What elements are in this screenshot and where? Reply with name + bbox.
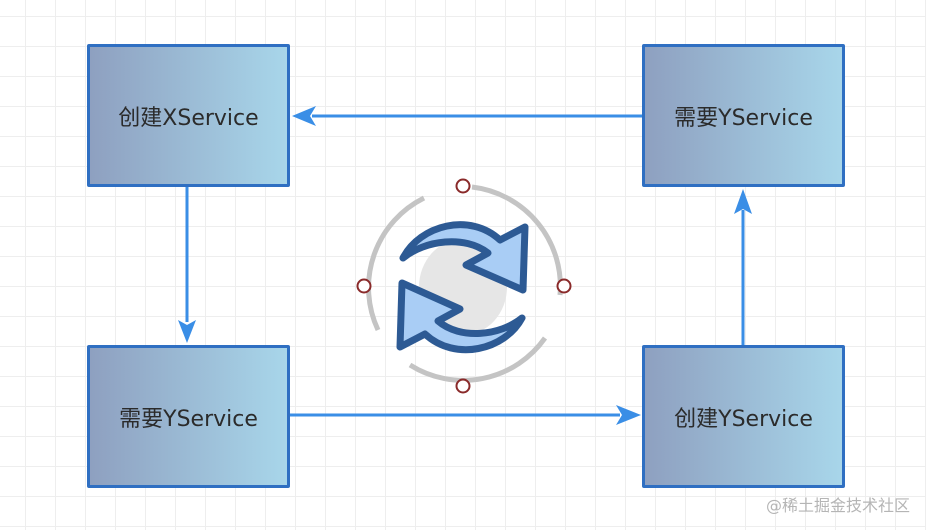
arrow-needy-to-createy [290,405,641,425]
arrow-createy-to-needy [734,189,752,345]
refresh-cycle-icon[interactable] [356,178,572,394]
watermark: @稀土掘金技术社区 [765,496,910,515]
node-label: 需要YService [119,406,258,432]
node-create-xservice[interactable]: 创建XService [87,44,290,187]
resize-handle-right [556,278,572,294]
node-label: 需要YService [674,105,813,131]
node-need-yservice-bottom[interactable]: 需要YService [87,345,290,488]
resize-handle-bottom [455,378,471,394]
node-label: 创建XService [118,105,259,131]
node-create-yservice[interactable]: 创建YService [642,345,845,488]
resize-handle-top [455,178,471,194]
arrow-needy-to-createx [292,106,642,126]
node-label: 创建YService [674,406,813,432]
node-need-yservice-top[interactable]: 需要YService [642,44,845,187]
resize-handle-left [356,278,372,294]
arrow-createx-to-needy [178,187,196,343]
